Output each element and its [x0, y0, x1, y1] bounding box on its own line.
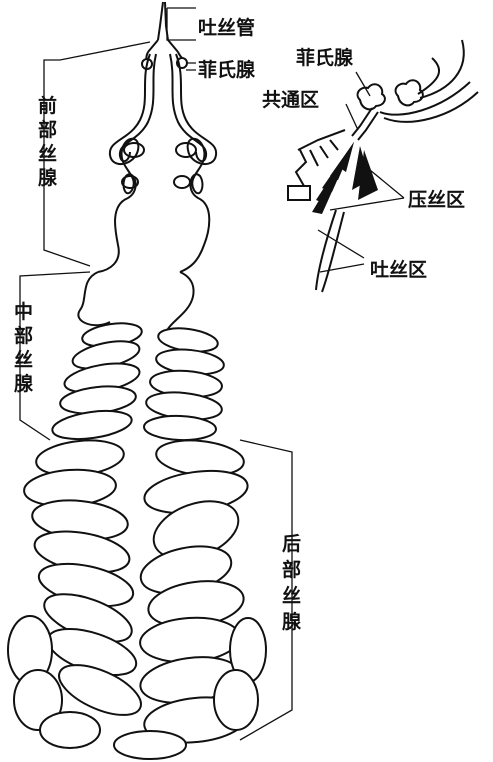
vertical-label-char: 丝	[282, 584, 301, 607]
label-press-zone: 压丝区	[408, 188, 465, 211]
label-anterior-gland: 前部丝腺	[37, 94, 58, 189]
anterior-gland-drawing	[97, 53, 218, 273]
vertical-label-char: 丝	[38, 142, 57, 165]
leader-lines	[19, 7, 405, 741]
middle-gland-drawing	[51, 271, 225, 442]
vertical-label-char: 腺	[13, 372, 34, 395]
vertical-label-char: 中	[14, 300, 33, 323]
vertical-label-char: 丝	[14, 348, 33, 371]
posterior-gland-drawing	[7, 439, 267, 760]
spinneret-inset-drawing	[287, 39, 479, 293]
label-spinning-zone: 吐丝区	[370, 258, 427, 281]
vertical-label-char: 部	[38, 118, 57, 141]
spinneret-duct	[147, 1, 179, 53]
label-posterior-gland: 后部丝腺	[281, 533, 302, 633]
label-middle-gland: 中部丝腺	[13, 300, 34, 395]
vertical-label-char: 腺	[281, 610, 302, 633]
label-filippi-gland-left: 菲氏腺	[198, 58, 256, 81]
label-spinneret: 吐丝管	[198, 16, 255, 39]
vertical-label-char: 部	[14, 324, 33, 347]
vertical-label-char: 后	[282, 533, 301, 555]
label-common-zone: 共通区	[262, 89, 319, 111]
vertical-label-char: 腺	[37, 166, 58, 189]
label-filippi-gland-inset: 菲氏腺	[296, 46, 354, 69]
vertical-label-char: 前	[38, 94, 57, 117]
vertical-label-char: 部	[282, 558, 301, 581]
labels: 吐丝管 菲氏腺 菲氏腺 共通区 压丝区 吐丝区	[198, 16, 465, 281]
press-zone-fan	[312, 142, 378, 214]
